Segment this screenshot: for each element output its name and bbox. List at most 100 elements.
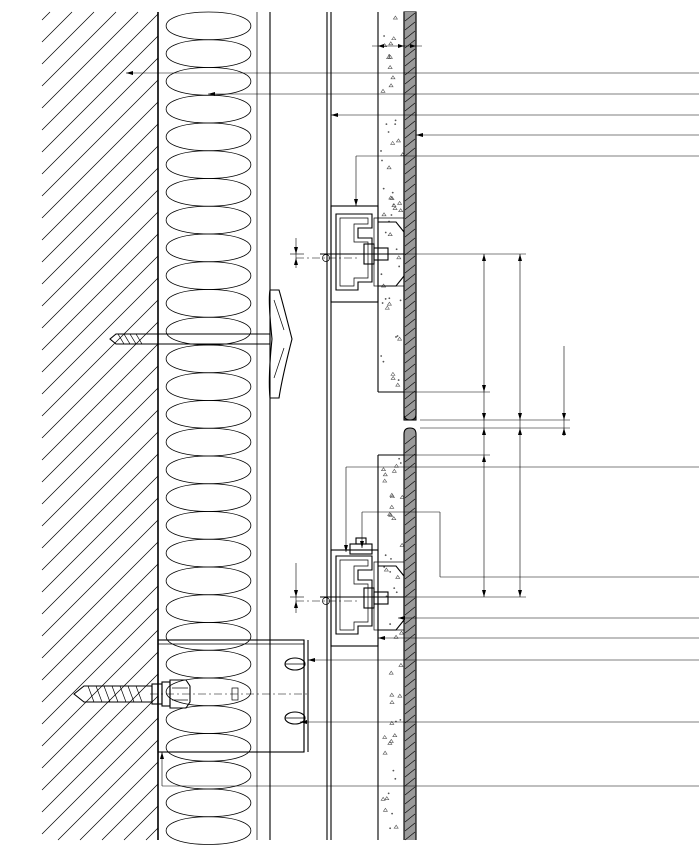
speckle	[392, 769, 395, 772]
panel-hatch-line	[404, 183, 416, 193]
wall-hatch-line	[41, 145, 159, 263]
speckle	[390, 371, 396, 376]
speckle	[392, 203, 395, 206]
speckle	[396, 255, 402, 260]
speckle	[394, 119, 397, 122]
speckle	[391, 36, 397, 41]
speckle	[387, 511, 393, 516]
panel-hatch-line	[404, 354, 416, 364]
panel-hatch-line	[404, 732, 416, 742]
panel-hatch-line	[404, 813, 416, 823]
panel-hatch-line	[404, 102, 416, 112]
panel-hatch-line	[404, 642, 416, 652]
speckle	[391, 468, 397, 473]
panel-hatch-line	[404, 786, 416, 796]
panel-hatch-line	[404, 435, 416, 445]
wall-hatch-line	[41, 11, 95, 65]
speckle	[395, 382, 401, 387]
panel-hatch-line	[404, 381, 416, 391]
wall-hatch-line	[145, 827, 159, 841]
speckle	[387, 792, 390, 795]
panel-hatch-line	[404, 570, 416, 580]
panel-clip-lower	[296, 537, 405, 647]
speckle	[389, 492, 395, 497]
panel-hatch-line	[404, 597, 416, 607]
panel-hatch-line	[404, 534, 416, 544]
speckle	[381, 302, 384, 304]
speckle	[397, 200, 403, 205]
speckle	[387, 54, 393, 59]
wall-hatch-line	[41, 563, 159, 681]
panel-clip-upper	[296, 205, 405, 303]
wall-hatch-line	[41, 79, 159, 197]
speckle	[380, 467, 387, 472]
speckle	[389, 504, 395, 509]
panel-hatch-line	[404, 696, 416, 706]
wall-hatch-line	[123, 805, 159, 841]
speckle	[397, 336, 403, 341]
panel-hatch-line	[404, 471, 416, 481]
concrete-speckles	[380, 15, 406, 830]
panel-hatch-line	[404, 273, 416, 283]
wall-hatch-line	[41, 673, 159, 791]
speckle	[388, 738, 394, 743]
panel-hatch-line	[404, 120, 416, 130]
wall-hatch-line	[41, 475, 159, 593]
speckle	[394, 123, 397, 126]
panel-hatch-line	[404, 192, 416, 202]
wall-hatch-line	[41, 233, 159, 351]
panel-hatch-line	[404, 822, 416, 832]
speckle	[382, 187, 385, 190]
panel-hatch-line	[404, 498, 416, 508]
wall-hatch-line	[41, 13, 159, 131]
panel-hatch-line	[404, 777, 416, 787]
wall-hatch-line	[79, 761, 159, 841]
panel-hatch-line	[404, 66, 416, 76]
speckle	[382, 478, 388, 483]
speckle	[389, 570, 392, 573]
speckle	[383, 566, 386, 568]
panel-hatch-line	[404, 750, 416, 760]
panel-hatch-line	[404, 327, 416, 337]
insulation-wave	[165, 11, 252, 845]
panel-hatch-line	[404, 795, 416, 805]
panel-hatch-line	[404, 291, 416, 301]
speckle	[389, 692, 395, 697]
speckle	[390, 214, 393, 216]
panel-hatch-line	[404, 408, 416, 418]
speckle	[392, 15, 398, 20]
panel-hatch-line	[404, 444, 416, 454]
speckle	[382, 750, 388, 755]
speckle	[395, 248, 398, 251]
speckle	[389, 196, 395, 200]
panel-hatch-line	[404, 714, 416, 724]
insulation-anchor	[109, 289, 293, 399]
panel-hatch-line	[404, 138, 416, 148]
panel-hatch-line	[404, 525, 416, 535]
panel-hatch-line	[404, 345, 416, 355]
panel-hatch-line	[404, 588, 416, 598]
panel-hatch-line	[404, 75, 416, 85]
speckle	[385, 123, 388, 125]
panel-hatch-line	[404, 309, 416, 319]
wall-hatch-line	[41, 585, 159, 703]
speckle	[392, 733, 398, 737]
panel-hatch-line	[404, 606, 416, 616]
wall-hatch-line	[41, 123, 159, 241]
panel-hatch-line	[404, 624, 416, 634]
wall-hatch-line	[41, 387, 159, 505]
wall-bracket	[150, 639, 310, 753]
speckle	[380, 355, 383, 357]
wall-hatch-line	[41, 651, 159, 769]
wall-hatch-line	[41, 57, 159, 175]
speckle	[380, 273, 383, 276]
panel-hatch-line	[404, 453, 416, 463]
speckle	[399, 494, 405, 499]
speckle	[399, 299, 402, 302]
speckle	[387, 131, 390, 133]
panel-hatch-line	[404, 390, 416, 400]
wall-hatch-line	[41, 695, 159, 813]
speckle	[382, 472, 388, 477]
panel-hatch-line	[404, 264, 416, 274]
